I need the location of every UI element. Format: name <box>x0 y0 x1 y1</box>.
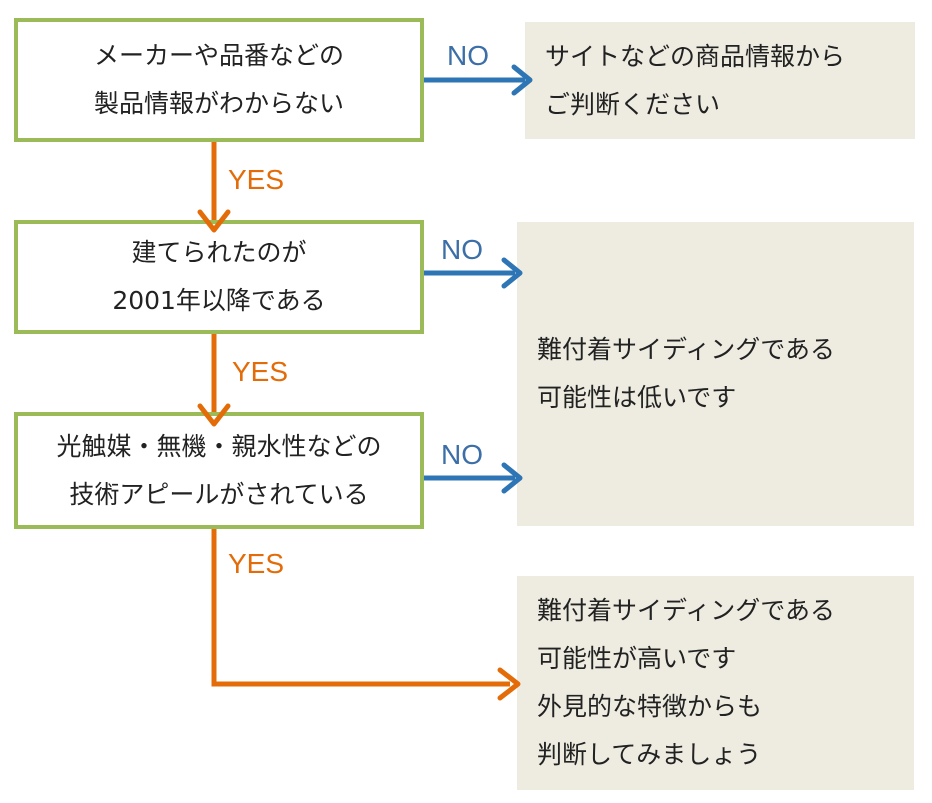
answer-1-line-1: サイトなどの商品情報から <box>545 41 846 71</box>
answer-box-1: サイトなどの商品情報から ご判断ください <box>525 22 915 139</box>
answer-3-line-2: 可能性が高いです <box>537 644 737 673</box>
yes-arrow-3 <box>211 528 510 687</box>
answer-3-line-1: 難付着サイディングである <box>537 596 836 625</box>
question-1-line-1: メーカーや品番などの <box>93 41 344 70</box>
answer-3-line-4: 判断してみましょう <box>537 740 762 769</box>
yes-label-3: YES <box>228 548 285 579</box>
answer-3-line-3: 外見的な特徴からも <box>537 692 763 721</box>
question-3-line-1: 光触媒・無機・親水性などの <box>56 431 382 461</box>
no-label-1: NO <box>447 40 489 71</box>
question-box-3: 光触媒・無機・親水性などの 技術アピールがされている <box>14 412 424 529</box>
question-3-line-2: 技術アピールがされている <box>69 479 369 509</box>
answer-box-2: 難付着サイディングである 可能性は低いです <box>517 222 914 526</box>
answer-1-line-2: ご判断ください <box>545 89 721 119</box>
question-2-line-1: 建てられたのが <box>131 238 307 267</box>
answer-2-line-1: 難付着サイディングである <box>537 335 836 364</box>
no-label-2: NO <box>441 234 483 265</box>
question-2-line-2: 2001年以降である <box>112 286 326 315</box>
yes-label-1: YES <box>228 164 285 195</box>
answer-2-line-2: 可能性は低いです <box>537 383 737 412</box>
no-label-3: NO <box>441 439 483 470</box>
yes-label-2: YES <box>232 356 289 387</box>
question-1-line-2: 製品情報がわからない <box>93 89 344 118</box>
answer-box-3: 難付着サイディングである 可能性が高いです 外見的な特徴からも 判断してみましょ… <box>517 576 914 790</box>
question-box-1: メーカーや品番などの 製品情報がわからない <box>14 18 424 142</box>
question-box-2: 建てられたのが 2001年以降である <box>14 220 424 334</box>
